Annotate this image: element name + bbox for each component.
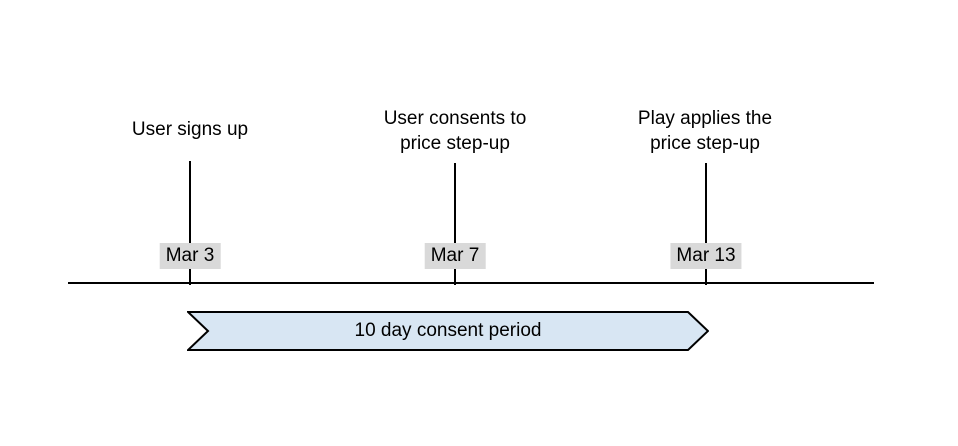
chevron-ribbon-shape [187, 311, 709, 351]
consent-period-label: 10 day consent period [354, 320, 542, 341]
event-label-user-signs-up: User signs up [131, 119, 249, 140]
consent-period-banner: 10 day consent period [187, 311, 709, 351]
event-tick-mar-13 [705, 163, 707, 285]
date-chip-mar-13: Mar 13 [670, 243, 742, 269]
event-tick-mar-7 [454, 163, 456, 285]
timeline-axis [68, 282, 874, 284]
event-label-user-consents: User consents to price step-up [383, 108, 527, 154]
date-chip-mar-3: Mar 3 [159, 243, 221, 269]
date-chip-mar-7: Mar 7 [424, 243, 486, 269]
event-tick-mar-3 [189, 161, 191, 285]
event-label-play-applies: Play applies the price step-up [637, 108, 773, 154]
chevron-ribbon-icon [187, 311, 709, 351]
